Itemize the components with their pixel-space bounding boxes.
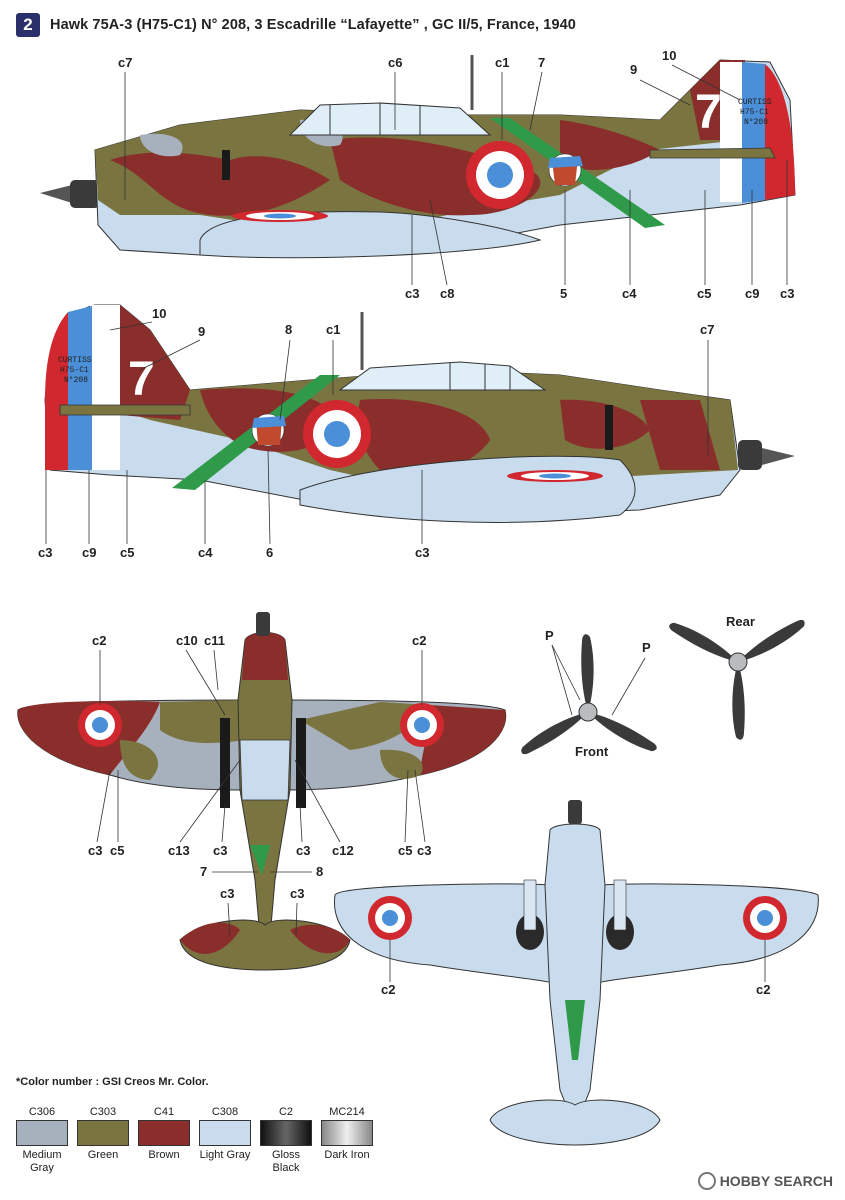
propeller-front: P P Front (517, 628, 659, 759)
callout-c8: c8 (440, 286, 454, 301)
callout-c3-r2: c3 (415, 545, 429, 560)
callout-c5-tb1: c5 (110, 843, 124, 858)
side-view-right: 7 CURTISS H75-C1 N°208 (44, 304, 795, 523)
callout-c3-r1: c3 (38, 545, 52, 560)
callout-c6: c6 (388, 55, 402, 70)
callout-10: 10 (662, 48, 676, 63)
bottom-view: c2 c2 (333, 800, 819, 1146)
tail-text-line3-r: N°208 (64, 376, 88, 385)
prop-label-front: Front (575, 744, 609, 759)
callout-c7: c7 (118, 55, 132, 70)
watermark-logo-icon (697, 1172, 716, 1190)
tail-text-line1: CURTISS (738, 98, 772, 107)
swatch-brown: C41 Brown (138, 1106, 190, 1175)
callout-c7-r: c7 (700, 322, 714, 337)
callout-c3-tb2: c3 (213, 843, 227, 858)
callout-c5: c5 (697, 286, 711, 301)
callout-9-r: 9 (198, 324, 205, 339)
swatch-medium-gray: C306 Medium Gray (16, 1106, 68, 1175)
callout-c3-tb5: c3 (220, 886, 234, 901)
swatch-light-gray: C308 Light Gray (199, 1106, 251, 1161)
lafayette-emblem (548, 153, 583, 187)
callout-c13: c13 (168, 843, 190, 858)
callout-c5-r: c5 (120, 545, 134, 560)
callout-c3-tb1: c3 (88, 843, 102, 858)
callout-c3-tb3: c3 (296, 843, 310, 858)
tail-number-right: 7 (128, 353, 155, 406)
callout-c12: c12 (332, 843, 354, 858)
callout-c5-tb2: c5 (398, 843, 412, 858)
callout-p2: P (642, 640, 651, 655)
callout-7: 7 (538, 55, 545, 70)
tail-text-line2-r: H75-C1 (60, 366, 89, 375)
callout-c11: c11 (204, 633, 225, 648)
callout-c1: c1 (495, 55, 509, 70)
swatch-dark-iron: MC214 Dark Iron (321, 1106, 373, 1175)
tail-number-left: 7 (695, 86, 722, 139)
callout-c10: c10 (176, 633, 198, 648)
lafayette-emblem-right (251, 413, 286, 447)
callout-c9: c9 (745, 286, 759, 301)
callout-c2-bl: c2 (381, 982, 395, 997)
propeller-rear: Rear (667, 614, 809, 740)
callout-7-top: 7 (200, 864, 207, 879)
callout-c2-br: c2 (756, 982, 770, 997)
callout-c4: c4 (622, 286, 637, 301)
swatch-green: C303 Green (77, 1106, 129, 1175)
color-note: *Color number : GSI Creos Mr. Color. (16, 1076, 209, 1088)
callout-c2-tl: c2 (92, 633, 106, 648)
callout-c4-r: c4 (198, 545, 213, 560)
tail-text-line3: N°208 (744, 118, 768, 127)
callout-c3: c3 (405, 286, 419, 301)
profile-number-badge: 2 (16, 13, 40, 37)
callouts-side-2: 10 9 8 c1 c7 c3 c9 c5 c4 6 c3 (38, 306, 714, 560)
callout-5: 5 (560, 286, 567, 301)
callout-8-top: 8 (316, 864, 323, 879)
swatch-gloss-black: C2 Gloss Black (260, 1106, 312, 1175)
callout-c1-r: c1 (326, 322, 340, 337)
callout-c9-r: c9 (82, 545, 96, 560)
watermark: HOBBY SEARCH (697, 1172, 833, 1190)
callout-p1: P (545, 628, 554, 643)
color-swatches: C306 Medium Gray C303 Green C41 Brown C3… (16, 1106, 373, 1175)
top-view (17, 612, 507, 971)
callout-10-r: 10 (152, 306, 166, 321)
callout-6-r: 6 (266, 545, 273, 560)
tail-text-line2: H75-C1 (740, 108, 769, 117)
side-view-left: 7 CURTISS H75-C1 N°208 (40, 55, 796, 259)
prop-label-rear: Rear (726, 614, 755, 629)
callout-c3: c3 (780, 286, 794, 301)
callout-9: 9 (630, 62, 637, 77)
callout-c3-tb6: c3 (290, 886, 304, 901)
profile-title: Hawk 75A-3 (H75-C1) N° 208, 3 Escadrille… (50, 17, 576, 33)
page-header: 2 Hawk 75A-3 (H75-C1) N° 208, 3 Escadril… (16, 12, 576, 38)
callouts-top: c2 c2 c10 c11 c3 c5 c13 c3 c3 c12 c5 c3 … (88, 633, 431, 936)
callout-c3-tb4: c3 (417, 843, 431, 858)
callouts-side-1: c7 c6 c1 7 9 10 c3 c8 5 c4 c5 c9 c3 (118, 48, 794, 301)
callout-8-r: 8 (285, 322, 292, 337)
callout-c2-tr: c2 (412, 633, 426, 648)
tail-text-line1-r: CURTISS (58, 356, 92, 365)
